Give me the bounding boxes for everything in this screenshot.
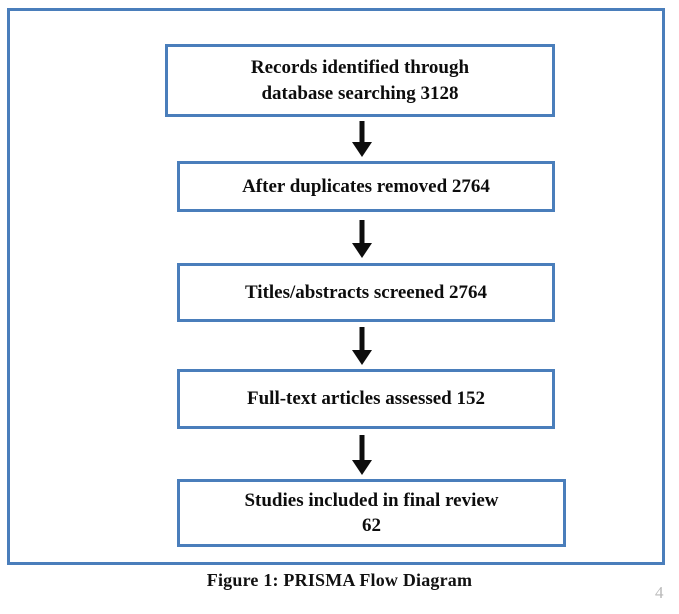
flow-box-records-identified: Records identified through database sear… [165,44,555,117]
arrow-shaft [359,220,365,245]
arrow-shaft [359,121,365,144]
arrow-duplicates-to-screening [349,220,375,258]
flow-box-titles-abstracts-screened: Titles/abstracts screened 2764 [177,263,555,322]
arrow-identification-to-duplicates [349,121,375,157]
arrow-fulltext-to-included [349,435,375,475]
flow-box-label: After duplicates removed 2764 [242,175,490,197]
arrow-shaft [359,435,365,462]
figure-caption: Figure 1: PRISMA Flow Diagram [206,570,473,590]
flow-box-fulltext-assessed: Full-text articles assessed 152 [177,369,555,429]
flow-box-label: Titles/abstracts screened 2764 [244,281,488,303]
flow-box-label: Studies included in final review 62 [244,489,499,536]
arrow-head-icon [352,142,372,157]
figure-frame: Records identified through database sear… [7,8,665,565]
flow-box-label: Full-text articles assessed 152 [247,388,485,410]
arrow-head-icon [352,243,372,258]
page-number: 4 [655,583,664,602]
arrow-screening-to-fulltext [349,327,375,365]
flow-box-duplicates-removed: After duplicates removed 2764 [177,161,555,212]
arrow-head-icon [352,350,372,365]
flow-box-label: Records identified through database sear… [250,57,470,104]
flow-box-studies-included: Studies included in final review 62 [177,479,566,547]
arrow-shaft [359,327,365,352]
arrow-head-icon [352,460,372,475]
